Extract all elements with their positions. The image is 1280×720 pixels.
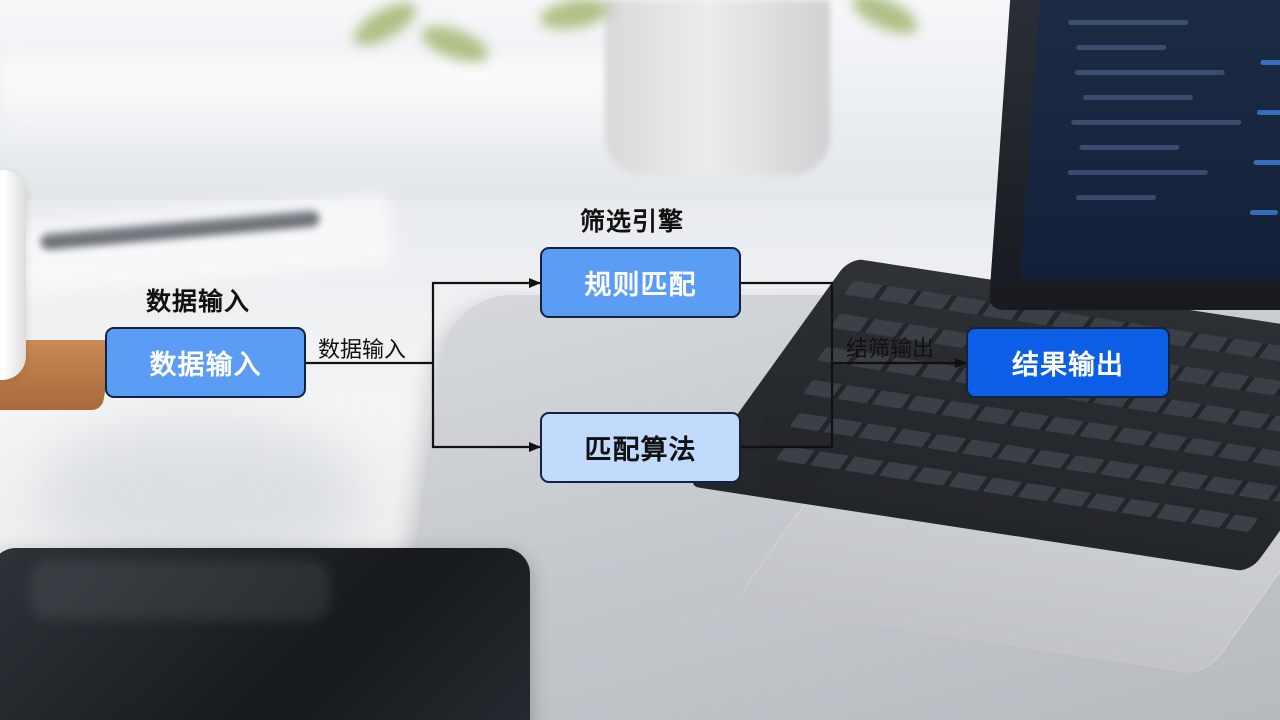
connector-split-to-matching-algorithm bbox=[431, 363, 541, 452]
connector-matching-algorithm-to-merge bbox=[740, 363, 834, 449]
node-data-input: 数据输入 bbox=[105, 327, 306, 398]
edge-label-input: 数据输入 bbox=[318, 338, 407, 363]
heading-input-section: 数据输入 bbox=[146, 287, 251, 316]
smartphone bbox=[0, 548, 530, 720]
desk-shadow bbox=[40, 420, 360, 570]
plant-pot bbox=[605, 0, 830, 175]
node-rule-matching: 规则匹配 bbox=[540, 247, 741, 318]
node-result-output: 结果输出 bbox=[966, 327, 1170, 398]
heading-engine-section: 筛选引擎 bbox=[580, 207, 685, 236]
connector-split-to-rule-matching bbox=[431, 278, 541, 363]
coffee-mug bbox=[0, 170, 26, 380]
edge-label-output: 结筛输出 bbox=[846, 337, 935, 362]
phone-glare bbox=[30, 560, 330, 620]
connector-rule-matching-to-merge bbox=[740, 281, 834, 363]
window-frame bbox=[0, 60, 620, 180]
node-matching-algorithm: 匹配算法 bbox=[540, 412, 741, 483]
